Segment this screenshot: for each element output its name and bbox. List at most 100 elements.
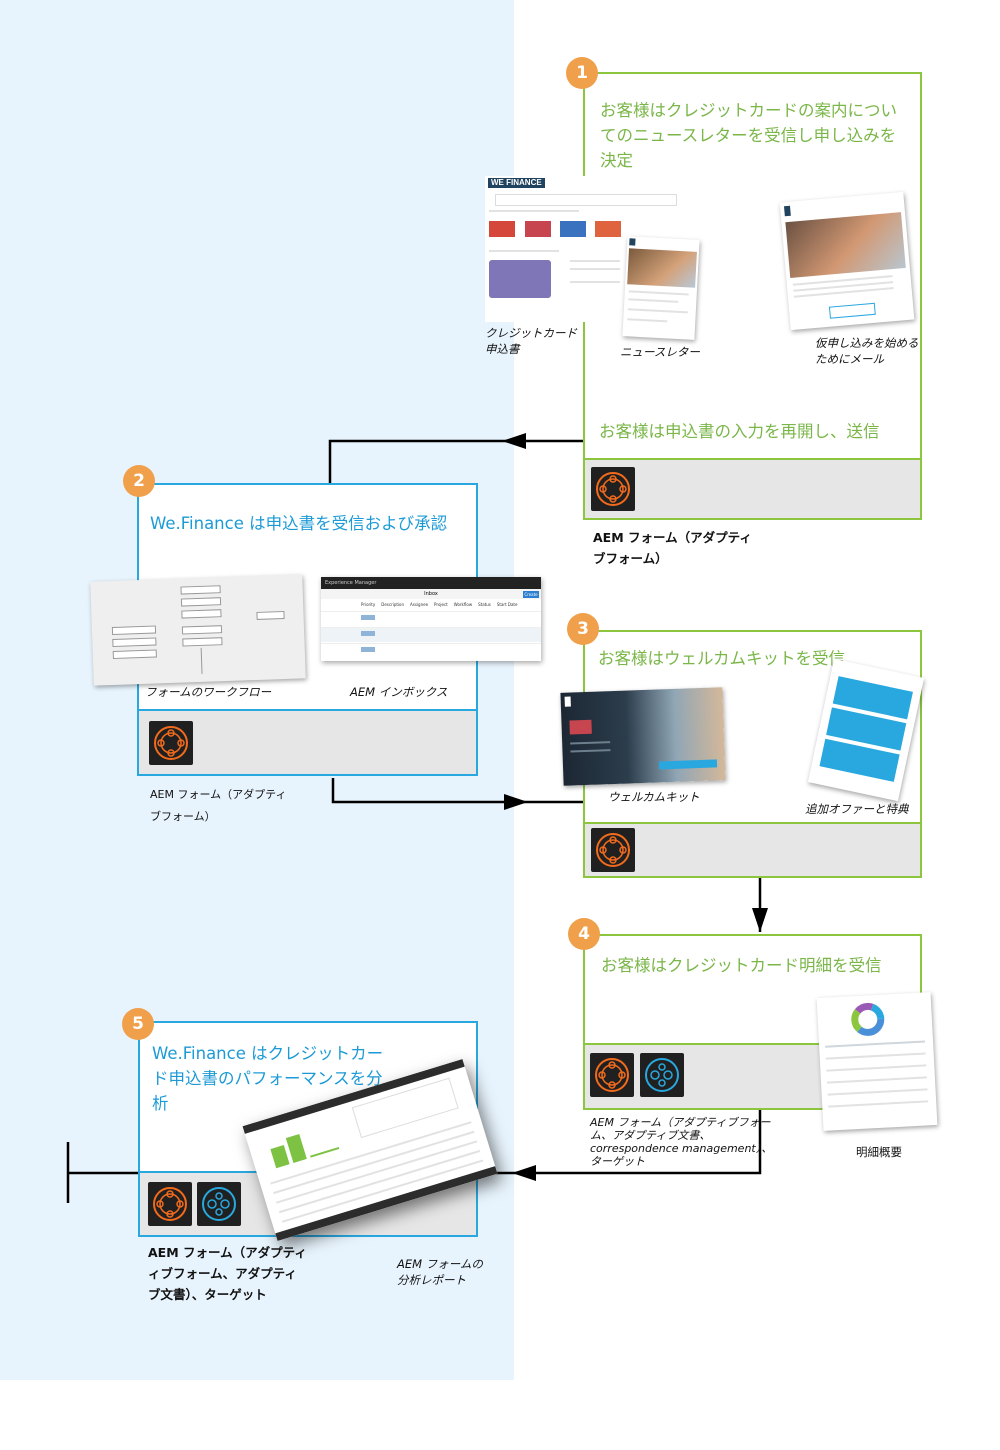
column-header: Priority (361, 602, 376, 607)
photo (785, 212, 906, 279)
text-placeholder (825, 1040, 926, 1048)
connector-2-3 (331, 778, 583, 804)
workflow-node (181, 625, 223, 635)
statement-summary-caption: 明細概要 (856, 1145, 902, 1159)
step-2-number-badge: 2 (123, 465, 155, 497)
workflow-node (111, 625, 157, 636)
connector-4-5 (478, 1110, 762, 1175)
column-header: Start Date (496, 602, 518, 607)
workflow-node (112, 649, 157, 659)
adobe-target-icon (197, 1182, 241, 1226)
form-workflow-caption: フォームのワークフロー (145, 685, 272, 699)
email-cta-button (828, 302, 876, 319)
inbox-create-button: Create (523, 591, 539, 598)
step-5-product: AEM フォーム（アダプティ ィブフォーム、アダプティ ブ文書）、ターゲット (148, 1245, 307, 1302)
workflow-connector (200, 647, 203, 674)
text-placeholder (570, 749, 611, 753)
email-caption: 仮申し込みを始める ためにメール (815, 336, 919, 366)
step-2-heading: We.Finance は申込書を受信および承認 (150, 514, 448, 533)
arrow-left-icon (502, 433, 526, 449)
status-badge (361, 647, 375, 652)
aem-forms-icon (148, 1182, 192, 1226)
step-1-subheading: お客様は申込書の入力を再開し、送信 (599, 422, 880, 441)
report-bar (270, 1144, 290, 1169)
step-3-heading: お客様はウェルカムキットを受信 (598, 649, 846, 668)
text-placeholder (628, 298, 679, 303)
text-placeholder (828, 1100, 929, 1108)
card-option-rose (525, 221, 551, 237)
step-1-number-badge: 1 (566, 57, 598, 89)
step-progress-bar (495, 194, 677, 206)
text-placeholder (627, 318, 668, 323)
report-bar (285, 1133, 307, 1163)
analytics-report-caption: AEM フォームの 分析レポート (397, 1257, 483, 1287)
column-header: Description (381, 602, 405, 607)
text-placeholder (489, 210, 579, 212)
card-option-red (489, 221, 515, 237)
step-5-heading: We.Finance はクレジットカー ド申込書のパフォーマンスを分 析 (152, 1044, 384, 1113)
text-placeholder (570, 281, 620, 283)
step-1-product: AEM フォーム（アダプティ ブフォーム） (593, 530, 752, 566)
status-badge (361, 615, 375, 620)
aem-inbox-thumbnail: Experience Manager Inbox Create Priority… (321, 577, 541, 661)
text-placeholder (570, 741, 611, 745)
welcome-banner (658, 759, 718, 770)
welcome-kit-caption: ウェルカムキット (608, 790, 700, 804)
workflow-node (180, 597, 222, 607)
workflow-node (181, 609, 222, 619)
text-placeholder (628, 290, 689, 296)
column-header: Status (478, 602, 491, 607)
arrow-right-icon (504, 794, 528, 810)
workflow-node (256, 610, 285, 620)
workflow-node (180, 585, 221, 595)
photo (627, 248, 697, 288)
newsletter-thumbnail (622, 236, 700, 340)
card-image (489, 260, 551, 298)
text-placeholder (489, 250, 559, 252)
connector-1-2 (328, 439, 583, 483)
step-3-number-badge: 3 (567, 613, 599, 645)
inbox-title: Inbox (321, 589, 541, 599)
brand-logo-prefix: WE (491, 178, 504, 187)
aem-forms-icon (591, 828, 635, 872)
text-placeholder (627, 308, 688, 314)
adobe-target-icon (640, 1053, 684, 1097)
status-badge (361, 631, 375, 636)
step-1-footer (585, 458, 920, 518)
credit-card-application-caption: クレジットカード 申込書 (485, 326, 577, 356)
report-axis (310, 1147, 340, 1158)
text-placeholder (825, 1052, 926, 1060)
text-placeholder (827, 1088, 928, 1096)
step-4-heading: お客様はクレジットカード明細を受信 (601, 956, 882, 975)
email-thumbnail (779, 191, 915, 331)
step-4-number-badge: 4 (568, 918, 600, 950)
table-row (321, 611, 541, 626)
newsletter-caption: ニュースレター (620, 345, 700, 359)
statement-summary-thumbnail (816, 992, 938, 1131)
text-placeholder (826, 1064, 927, 1072)
step-3-footer (585, 822, 920, 876)
card-option-orange (595, 221, 621, 237)
aem-inbox-caption: AEM インボックス (350, 685, 448, 699)
card-image (569, 719, 592, 735)
column-header: Project (434, 602, 448, 607)
welcome-kit-thumbnail (560, 687, 726, 786)
column-header: Workflow (453, 602, 473, 607)
arrow-down-icon (752, 908, 768, 932)
card-option-blue (560, 221, 586, 237)
arrow-left-icon (512, 1165, 536, 1181)
text-placeholder (826, 1076, 927, 1084)
inbox-header: Experience Manager (321, 577, 541, 589)
table-row (321, 627, 541, 642)
column-header: Assignee (410, 602, 429, 607)
aem-forms-icon (149, 721, 193, 765)
step-5-number-badge: 5 (122, 1008, 154, 1040)
donut-chart-icon (851, 1002, 885, 1036)
step-1-heading: お客様はクレジットカードの案内についてのニュースレターを受信し申し込みを決定 (600, 101, 897, 170)
table-row (321, 643, 541, 658)
aem-forms-icon (590, 1053, 634, 1097)
workflow-node (182, 637, 223, 647)
aem-forms-icon (591, 467, 635, 511)
text-placeholder (570, 268, 620, 270)
